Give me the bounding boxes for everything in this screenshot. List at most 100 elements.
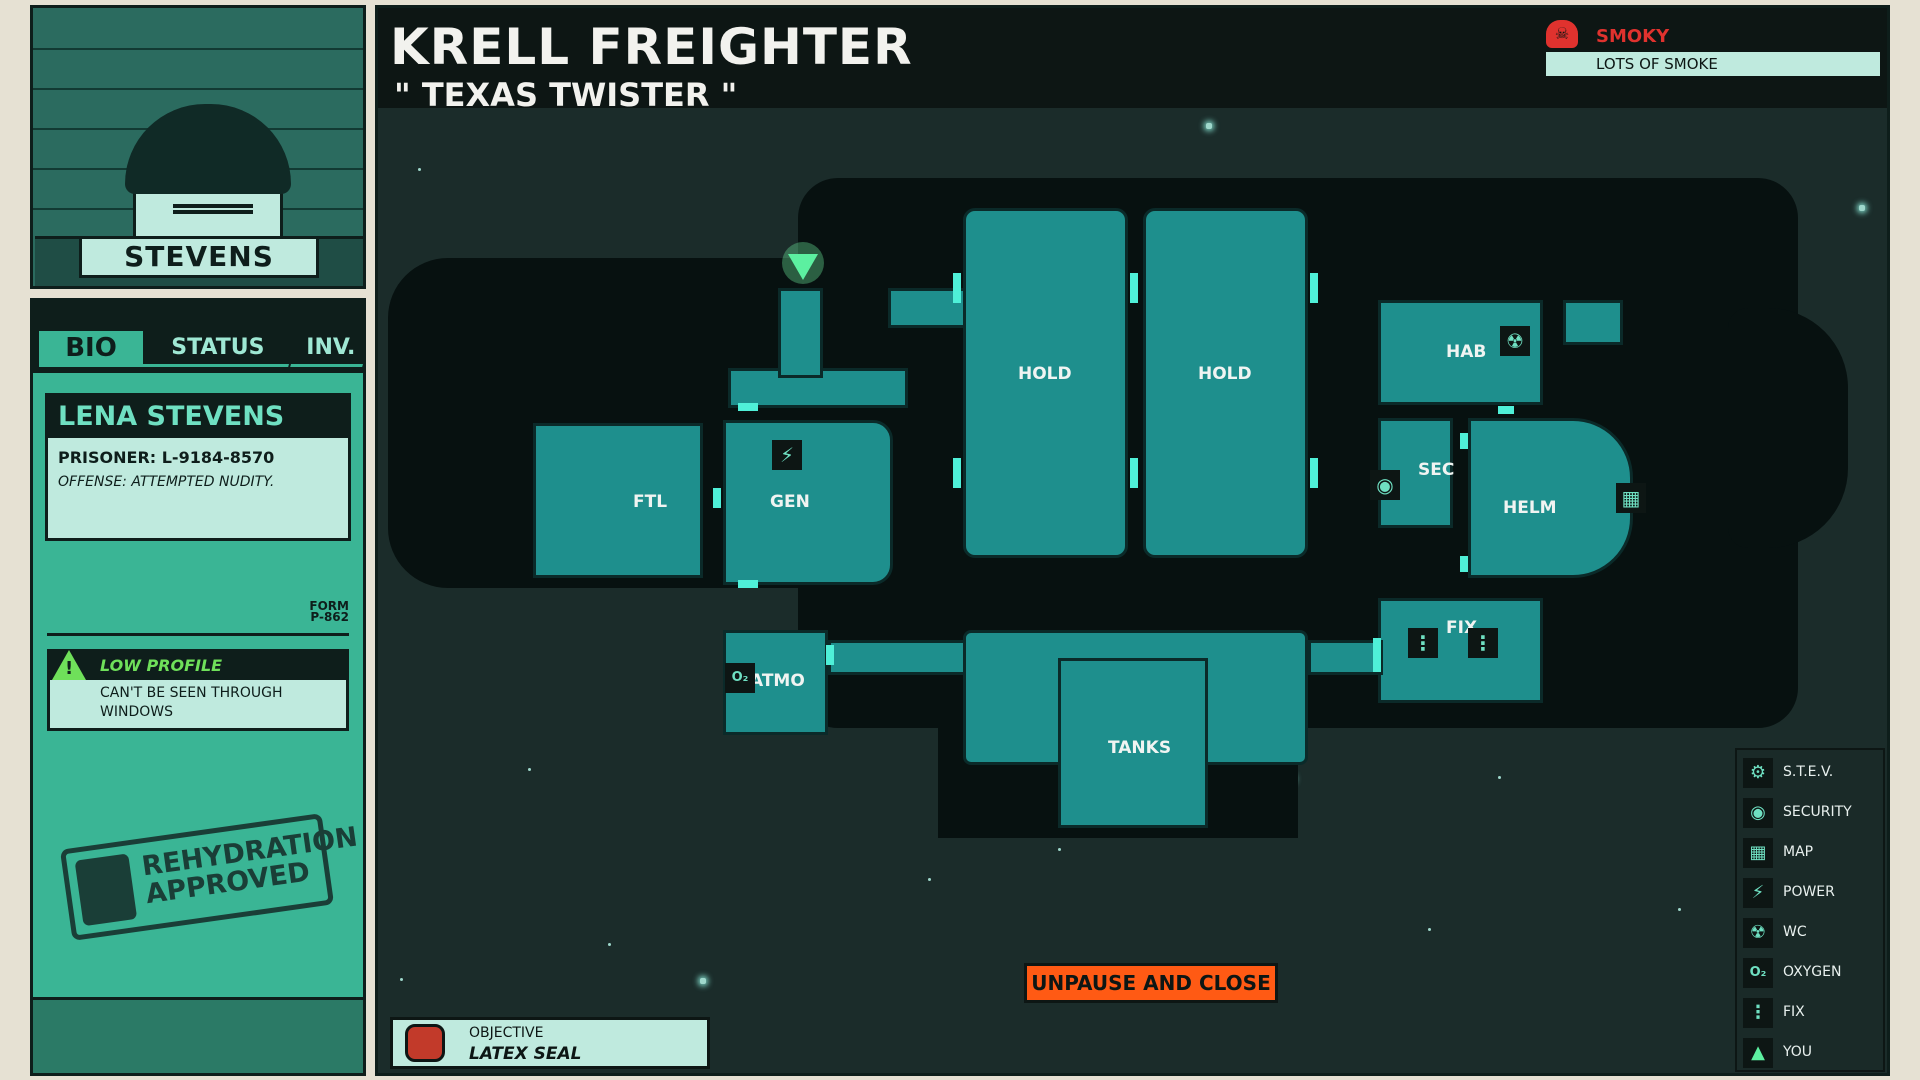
door[interactable] xyxy=(1130,458,1138,488)
stev-icon: ⚙ xyxy=(1743,758,1773,788)
legend-item-power: ⚡ POWER xyxy=(1743,876,1883,912)
tab-status[interactable]: STATUS xyxy=(138,331,298,367)
room-fix[interactable] xyxy=(1378,598,1543,703)
trait-box: ! LOW PROFILE CAN'T BE SEEN THROUGH WIND… xyxy=(47,649,349,731)
trait-description: CAN'T BE SEEN THROUGH WINDOWS xyxy=(100,685,283,720)
room-label-tanks: TANKS xyxy=(1108,738,1172,758)
legend-item-you: ▲ YOU xyxy=(1743,1036,1883,1072)
door[interactable] xyxy=(1130,273,1138,303)
room-hold-2[interactable] xyxy=(1143,208,1308,558)
oxygen-icon: O₂ xyxy=(1743,958,1773,988)
divider xyxy=(47,633,349,636)
door[interactable] xyxy=(1373,638,1381,672)
legend-label: SECURITY xyxy=(1783,804,1852,820)
you-marker-icon xyxy=(782,242,824,284)
door[interactable] xyxy=(1310,458,1318,488)
room-label-sec: SEC xyxy=(1418,460,1455,480)
legend-label: S.T.E.V. xyxy=(1783,764,1834,780)
legend-label: WC xyxy=(1783,924,1807,940)
room-hold-1[interactable] xyxy=(963,208,1128,558)
ship-layout: FTL GEN ⚡ HOLD HOLD HAB ☢ SEC ◉ HELM ▦ F… xyxy=(378,8,1887,1073)
legend-label: YOU xyxy=(1783,1044,1813,1060)
character-full-name: LENA STEVENS xyxy=(48,396,348,438)
prisoner-number: PRISONER: L-9184-8570 xyxy=(58,448,275,467)
tab-bio[interactable]: BIO xyxy=(39,331,143,367)
form-label-line2: P-862 xyxy=(310,610,349,624)
fix-icon: ⋮ xyxy=(1743,998,1773,1028)
corridor-lower xyxy=(828,640,968,675)
form-label: FORM P-862 xyxy=(309,599,349,624)
oxygen-icon[interactable]: O₂ xyxy=(725,663,755,693)
tab-status-label: STATUS xyxy=(171,335,265,360)
door[interactable] xyxy=(953,458,961,488)
map-legend: ⚙ S.T.E.V. ◉ SECURITY ▦ MAP ⚡ POWER ☢ WC… xyxy=(1735,748,1885,1072)
room-gen[interactable] xyxy=(723,420,893,585)
door[interactable] xyxy=(826,645,834,665)
room-label-atmo: ATMO xyxy=(750,671,805,691)
door[interactable] xyxy=(713,488,721,508)
ship-map: KRELL FREIGHTER " TEXAS TWISTER " ☠ SMOK… xyxy=(375,5,1890,1076)
legend-item-security: ◉ SECURITY xyxy=(1743,796,1883,832)
character-portrait: STEVENS xyxy=(30,5,366,289)
objective-panel: OBJECTIVE LATEX SEAL xyxy=(390,1017,710,1069)
wc-icon: ☢ xyxy=(1743,918,1773,948)
room-hab[interactable] xyxy=(1378,300,1543,405)
star xyxy=(1428,928,1431,931)
card-footer xyxy=(33,997,363,1073)
star xyxy=(1678,908,1681,911)
room-ftl[interactable] xyxy=(533,423,703,578)
condition-name: SMOKY xyxy=(1596,26,1670,47)
fix-icon[interactable]: ⋮ xyxy=(1408,628,1438,658)
unpause-close-button[interactable]: UNPAUSE AND CLOSE xyxy=(1024,963,1278,1003)
door[interactable] xyxy=(1498,406,1514,414)
trait-header: ! LOW PROFILE xyxy=(50,650,346,680)
you-icon: ▲ xyxy=(1743,1038,1773,1068)
legend-label: OXYGEN xyxy=(1783,964,1842,980)
star xyxy=(1206,123,1212,129)
room-tanks[interactable] xyxy=(1058,658,1208,828)
legend-item-wc: ☢ WC xyxy=(1743,916,1883,952)
eyes-illustration xyxy=(173,204,253,214)
rehydration-stamp: REHYDRATION APPROVED xyxy=(59,813,360,941)
offense-text: OFFENSE: ATTEMPTED NUDITY. xyxy=(58,474,275,490)
ship-title: KRELL FREIGHTER xyxy=(390,18,913,76)
map-icon[interactable]: ▦ xyxy=(1616,483,1646,513)
map-icon: ▦ xyxy=(1743,838,1773,868)
trait-title: LOW PROFILE xyxy=(100,656,223,675)
door[interactable] xyxy=(1460,556,1468,572)
door[interactable] xyxy=(953,273,961,303)
room-label-ftl: FTL xyxy=(633,492,668,512)
latex-seal-icon xyxy=(405,1024,445,1062)
fix-icon[interactable]: ⋮ xyxy=(1468,628,1498,658)
star xyxy=(528,768,531,771)
id-box: LENA STEVENS PRISONER: L-9184-8570 OFFEN… xyxy=(45,393,351,541)
room-label-gen: GEN xyxy=(770,492,810,512)
door[interactable] xyxy=(738,580,758,588)
star xyxy=(1058,848,1061,851)
warning-icon: ! xyxy=(52,650,86,680)
room-label-helm: HELM xyxy=(1503,498,1557,518)
character-card: BIO STATUS INV. LENA STEVENS PRISONER: L… xyxy=(30,298,366,1076)
nameplate: STEVENS xyxy=(79,236,319,278)
door[interactable] xyxy=(1310,273,1318,303)
legend-item-oxygen: O₂ OXYGEN xyxy=(1743,956,1883,992)
wc-icon[interactable]: ☢ xyxy=(1500,326,1530,356)
door[interactable] xyxy=(738,403,758,411)
hair-illustration xyxy=(125,104,291,194)
form-label-line1: FORM xyxy=(309,599,349,613)
corridor-vertical xyxy=(778,288,823,378)
objective-label: OBJECTIVE xyxy=(469,1025,544,1041)
security-icon[interactable]: ◉ xyxy=(1370,470,1400,500)
star xyxy=(700,978,706,984)
tab-inventory[interactable]: INV. xyxy=(290,331,363,367)
room-atmo[interactable] xyxy=(723,630,828,735)
tab-inventory-label: INV. xyxy=(306,335,356,360)
stamp-seal-icon xyxy=(74,853,138,927)
condition-description: LOTS OF SMOKE xyxy=(1546,52,1880,76)
power-icon[interactable]: ⚡ xyxy=(772,440,802,470)
legend-label: POWER xyxy=(1783,884,1835,900)
door[interactable] xyxy=(1460,433,1468,449)
legend-item-map: ▦ MAP xyxy=(1743,836,1883,872)
legend-item-fix: ⋮ FIX xyxy=(1743,996,1883,1032)
power-icon: ⚡ xyxy=(1743,878,1773,908)
